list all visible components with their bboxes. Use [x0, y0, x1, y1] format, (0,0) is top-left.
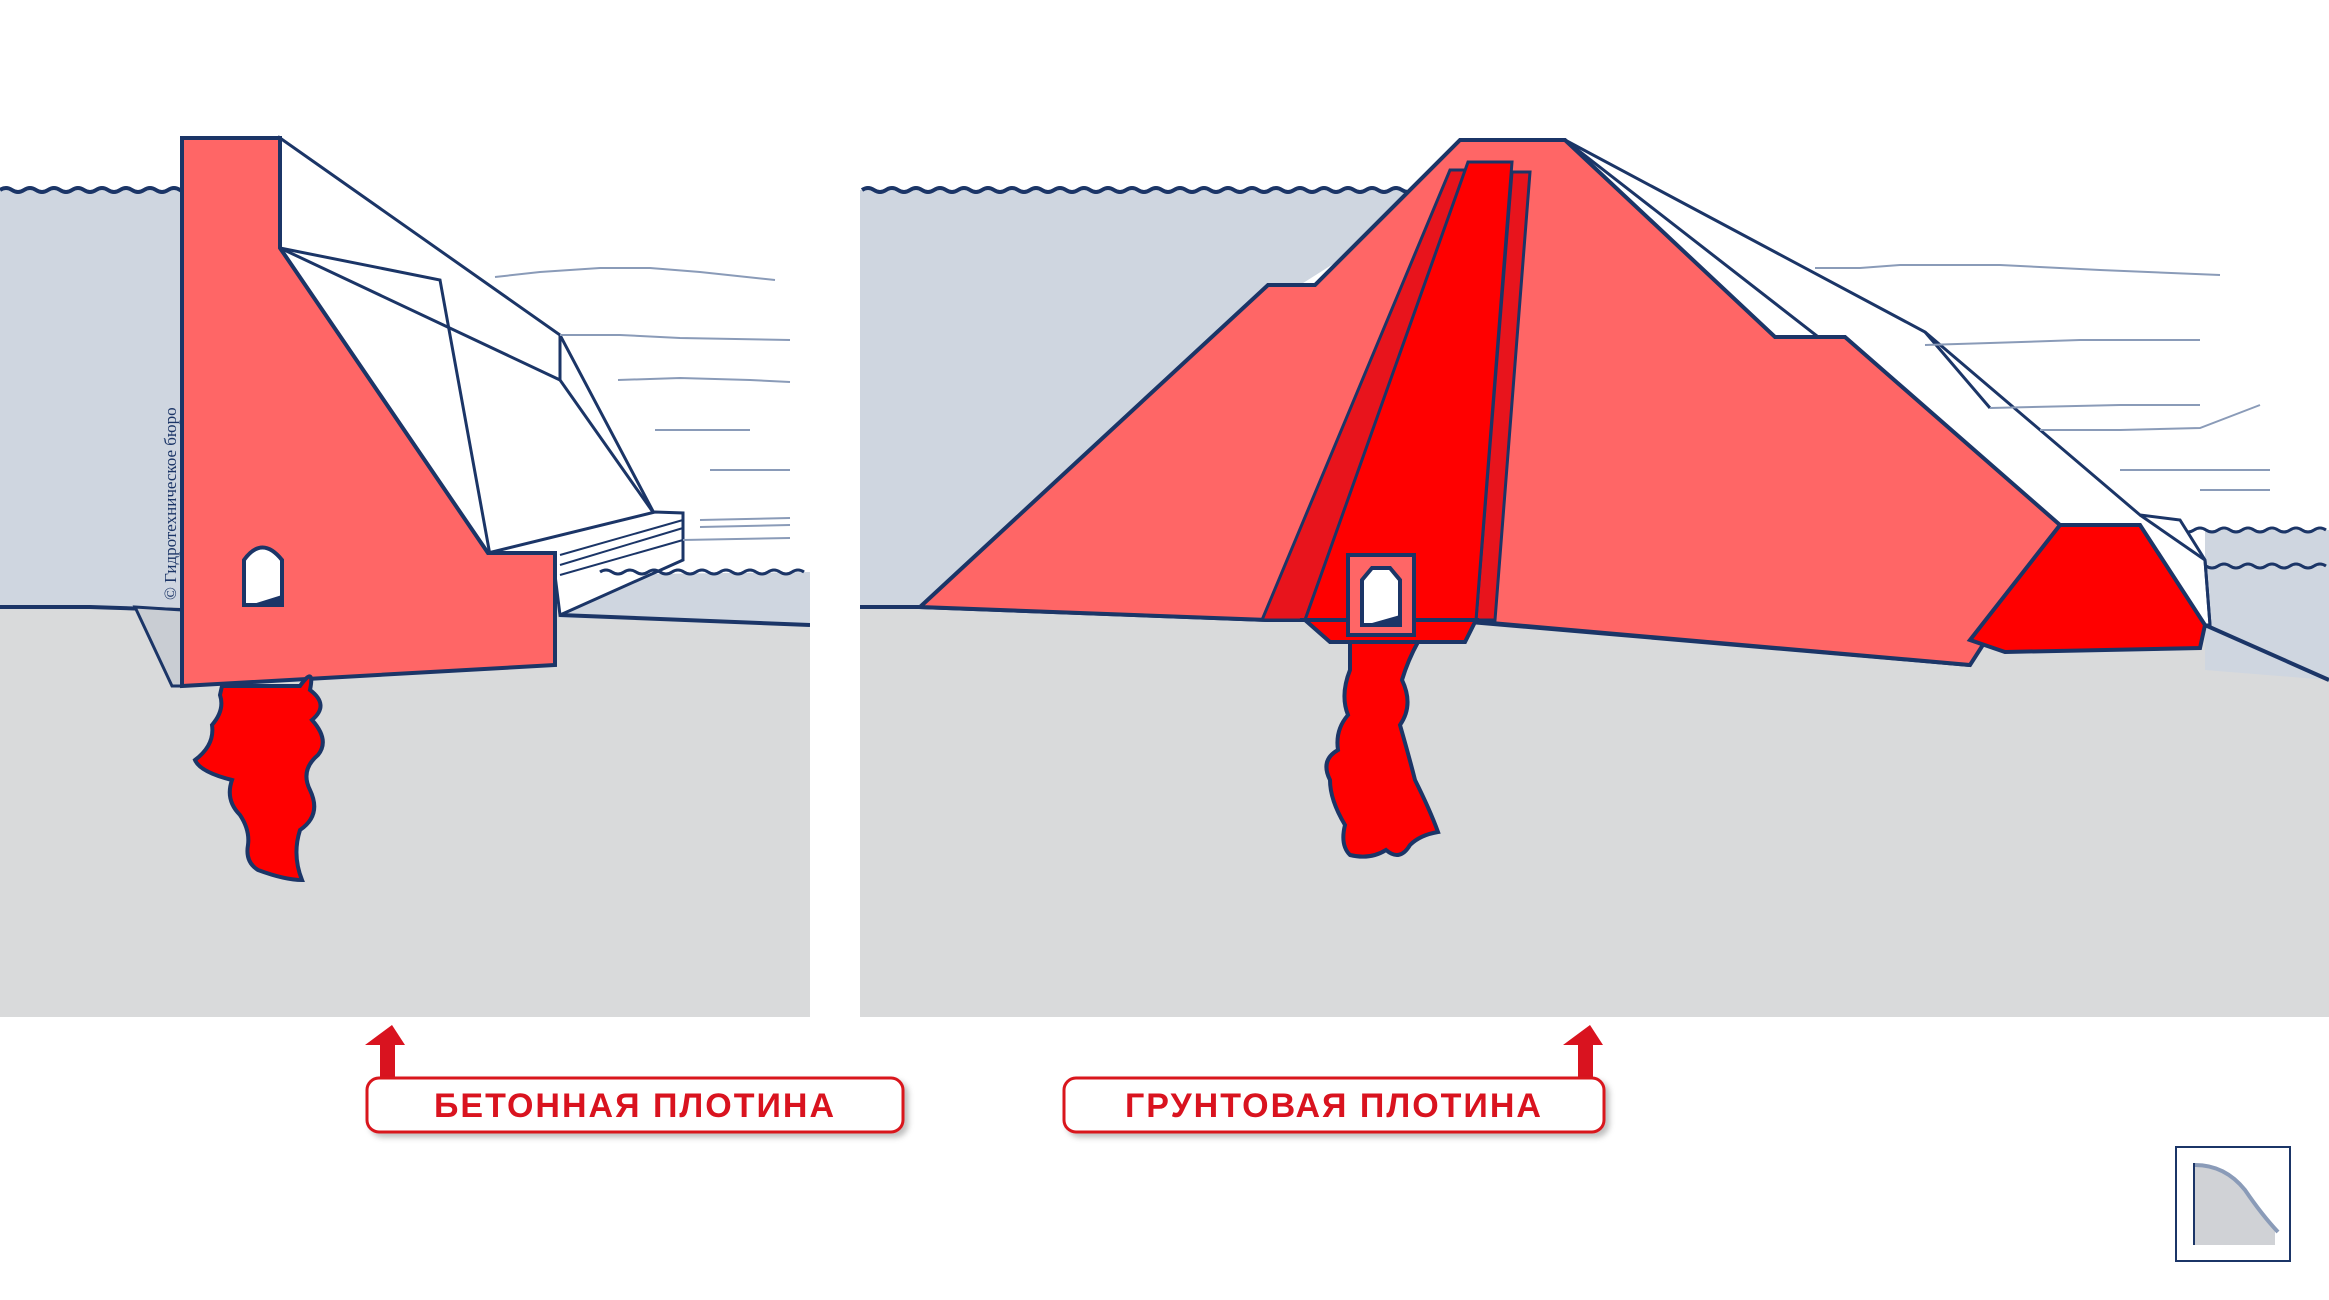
- earth-dam-panel: [860, 138, 2329, 1017]
- upstream-water-right: [860, 190, 1450, 607]
- downstream-flow-lines-right: [1815, 264, 2270, 491]
- concrete-dam-panel: © Гидротехническое бюро: [0, 135, 811, 1017]
- earth-dam-label: ГРУНТОВАЯ ПЛОТИНА: [1062, 1025, 1606, 1134]
- spillway-curve-logo-icon: [2175, 1146, 2291, 1262]
- concrete-dam-label-text: БЕТОННАЯ ПЛОТИНА: [434, 1087, 836, 1125]
- up-arrow-icon: [365, 1025, 405, 1090]
- water-surface-left: [0, 186, 194, 194]
- ground-right: [860, 605, 2329, 1017]
- up-arrow-icon: [1563, 1025, 1603, 1090]
- copyright-text: © Гидротехническое бюро: [161, 407, 180, 600]
- grout-curtain-left: [192, 674, 325, 883]
- grout-curtain-right: [1324, 640, 1441, 859]
- downstream-flow-lines: [494, 267, 791, 541]
- inspection-gallery-left: [242, 545, 284, 607]
- earth-dam-label-text: ГРУНТОВАЯ ПЛОТИНА: [1125, 1087, 1543, 1125]
- concrete-dam-body: [180, 136, 557, 689]
- downstream-water-right: [2205, 530, 2329, 680]
- concrete-dam-label: БЕТОННАЯ ПЛОТИНА: [365, 1025, 905, 1134]
- water-surface-right: [860, 186, 1440, 194]
- toe-drain: [1966, 523, 2208, 655]
- upstream-water-left: [0, 190, 182, 607]
